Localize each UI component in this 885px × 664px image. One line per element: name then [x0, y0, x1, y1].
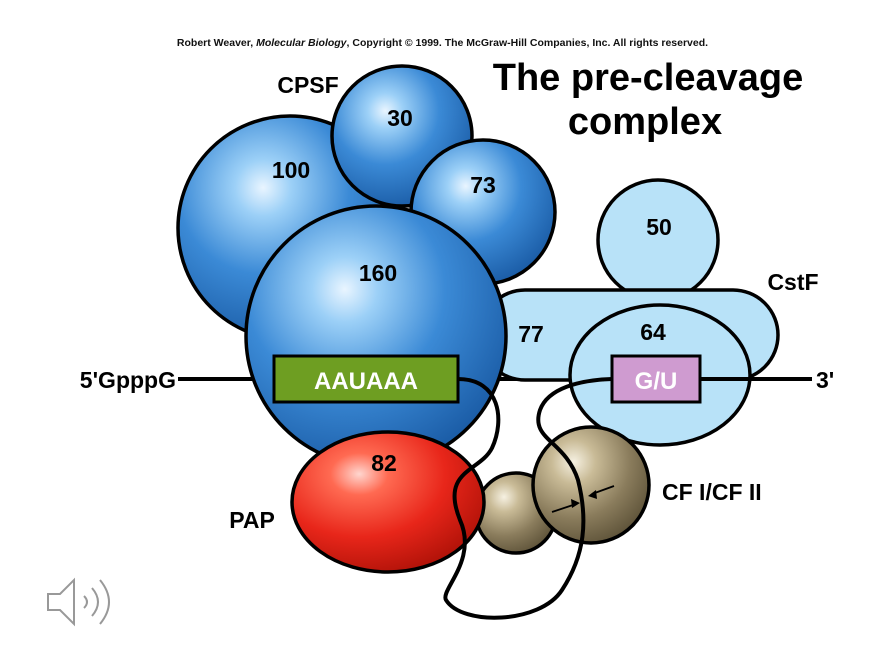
gu-label: G/U [635, 368, 678, 395]
aauaaa-box [272, 354, 460, 404]
copyright-rest: , Copyright © 1999. The McGraw-Hill Comp… [346, 37, 709, 49]
pap-label: PAP [229, 507, 275, 533]
subunit-label-160: 160 [359, 260, 397, 286]
five-prime-label: 5'GpppG [80, 367, 176, 393]
subunit-label-73: 73 [470, 172, 496, 198]
title-line-2: complex [568, 101, 722, 143]
cleavage-arrowhead-left [571, 499, 580, 508]
cstf-subunit-50 [596, 178, 720, 302]
subunit-label-77: 77 [518, 321, 544, 347]
title-line-1: The pre-cleavage [493, 57, 803, 99]
speaker-icon[interactable] [44, 572, 118, 632]
subunit-label-50: 50 [646, 214, 672, 240]
subunit-label-30: 30 [387, 105, 413, 131]
cf-label: CF I/CF II [662, 479, 762, 505]
cstf-label: CstF [767, 269, 818, 295]
rna-loop [443, 377, 613, 620]
cleavage-arrowhead-right [588, 490, 597, 499]
copyright-line: Robert Weaver, Molecular Biology, Copyri… [0, 37, 885, 49]
copyright-book: Molecular Biology [256, 37, 347, 49]
cpsf-subunit-160 [244, 204, 508, 468]
subunit-label-100: 100 [272, 157, 310, 183]
subunit-label-82: 82 [371, 450, 397, 476]
pap-enzyme [290, 430, 486, 574]
three-prime-label: 3' [816, 367, 834, 393]
cf-sphere-large [531, 425, 651, 545]
aauaaa-label: AAUAAA [314, 368, 418, 395]
gu-box [610, 354, 702, 404]
subunit-label-64: 64 [640, 319, 666, 345]
copyright-author: Robert Weaver, [176, 37, 257, 49]
cpsf-label: CPSF [277, 72, 338, 98]
